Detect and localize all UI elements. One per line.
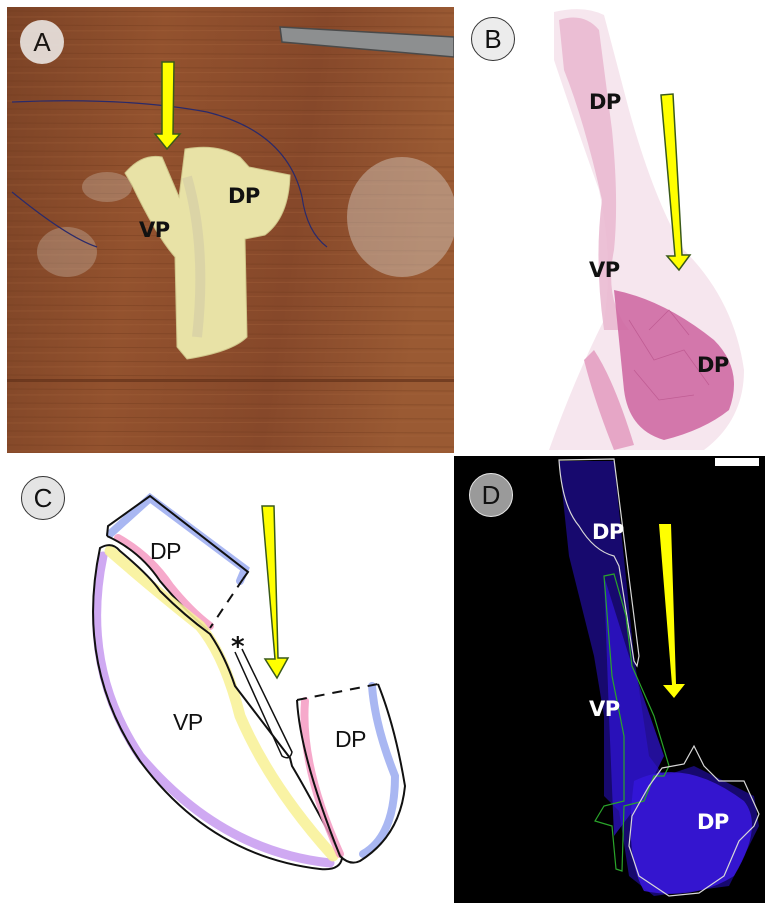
panel-badge-b: B <box>471 17 515 61</box>
vp-outline <box>594 573 670 872</box>
label-dp-bottom: DP <box>697 353 729 377</box>
dp-right-region <box>296 682 407 864</box>
label-dp-top: DP <box>592 520 624 544</box>
panel-badge-a: A <box>20 20 64 64</box>
panel-d: D DP VP DP <box>454 456 765 903</box>
scale-bar <box>715 458 759 466</box>
dp-bottom-outline <box>628 744 760 897</box>
label-vp: VP <box>589 697 620 721</box>
label-dp: DP <box>228 184 260 208</box>
label-dp-top: DP <box>150 538 181 564</box>
panel-a: A VP DP <box>7 7 454 453</box>
label-vp: VP <box>589 258 620 282</box>
direction-arrow <box>153 61 182 151</box>
specimen-photo <box>7 7 454 453</box>
label-vp: VP <box>173 709 203 735</box>
label-dp-top: DP <box>589 90 621 114</box>
panel-b: B DP VP DP <box>454 0 769 453</box>
label-dp-bottom: DP <box>697 810 729 834</box>
histology-image <box>454 0 769 453</box>
vp-region <box>92 544 344 871</box>
panel-badge-c: C <box>21 476 65 520</box>
label-vp: VP <box>139 218 170 242</box>
direction-arrow <box>659 524 685 698</box>
schematic-diagram <box>0 456 454 907</box>
label-dp-right: DP <box>335 726 366 752</box>
direction-arrow <box>660 93 692 272</box>
panel-c: C DP VP DP * <box>0 456 454 907</box>
asterisk-marker: * <box>231 632 245 662</box>
direction-arrow <box>261 505 290 680</box>
dp-top-outline <box>558 458 640 668</box>
fluorescence-image <box>454 456 765 903</box>
panel-badge-d: D <box>469 473 513 517</box>
